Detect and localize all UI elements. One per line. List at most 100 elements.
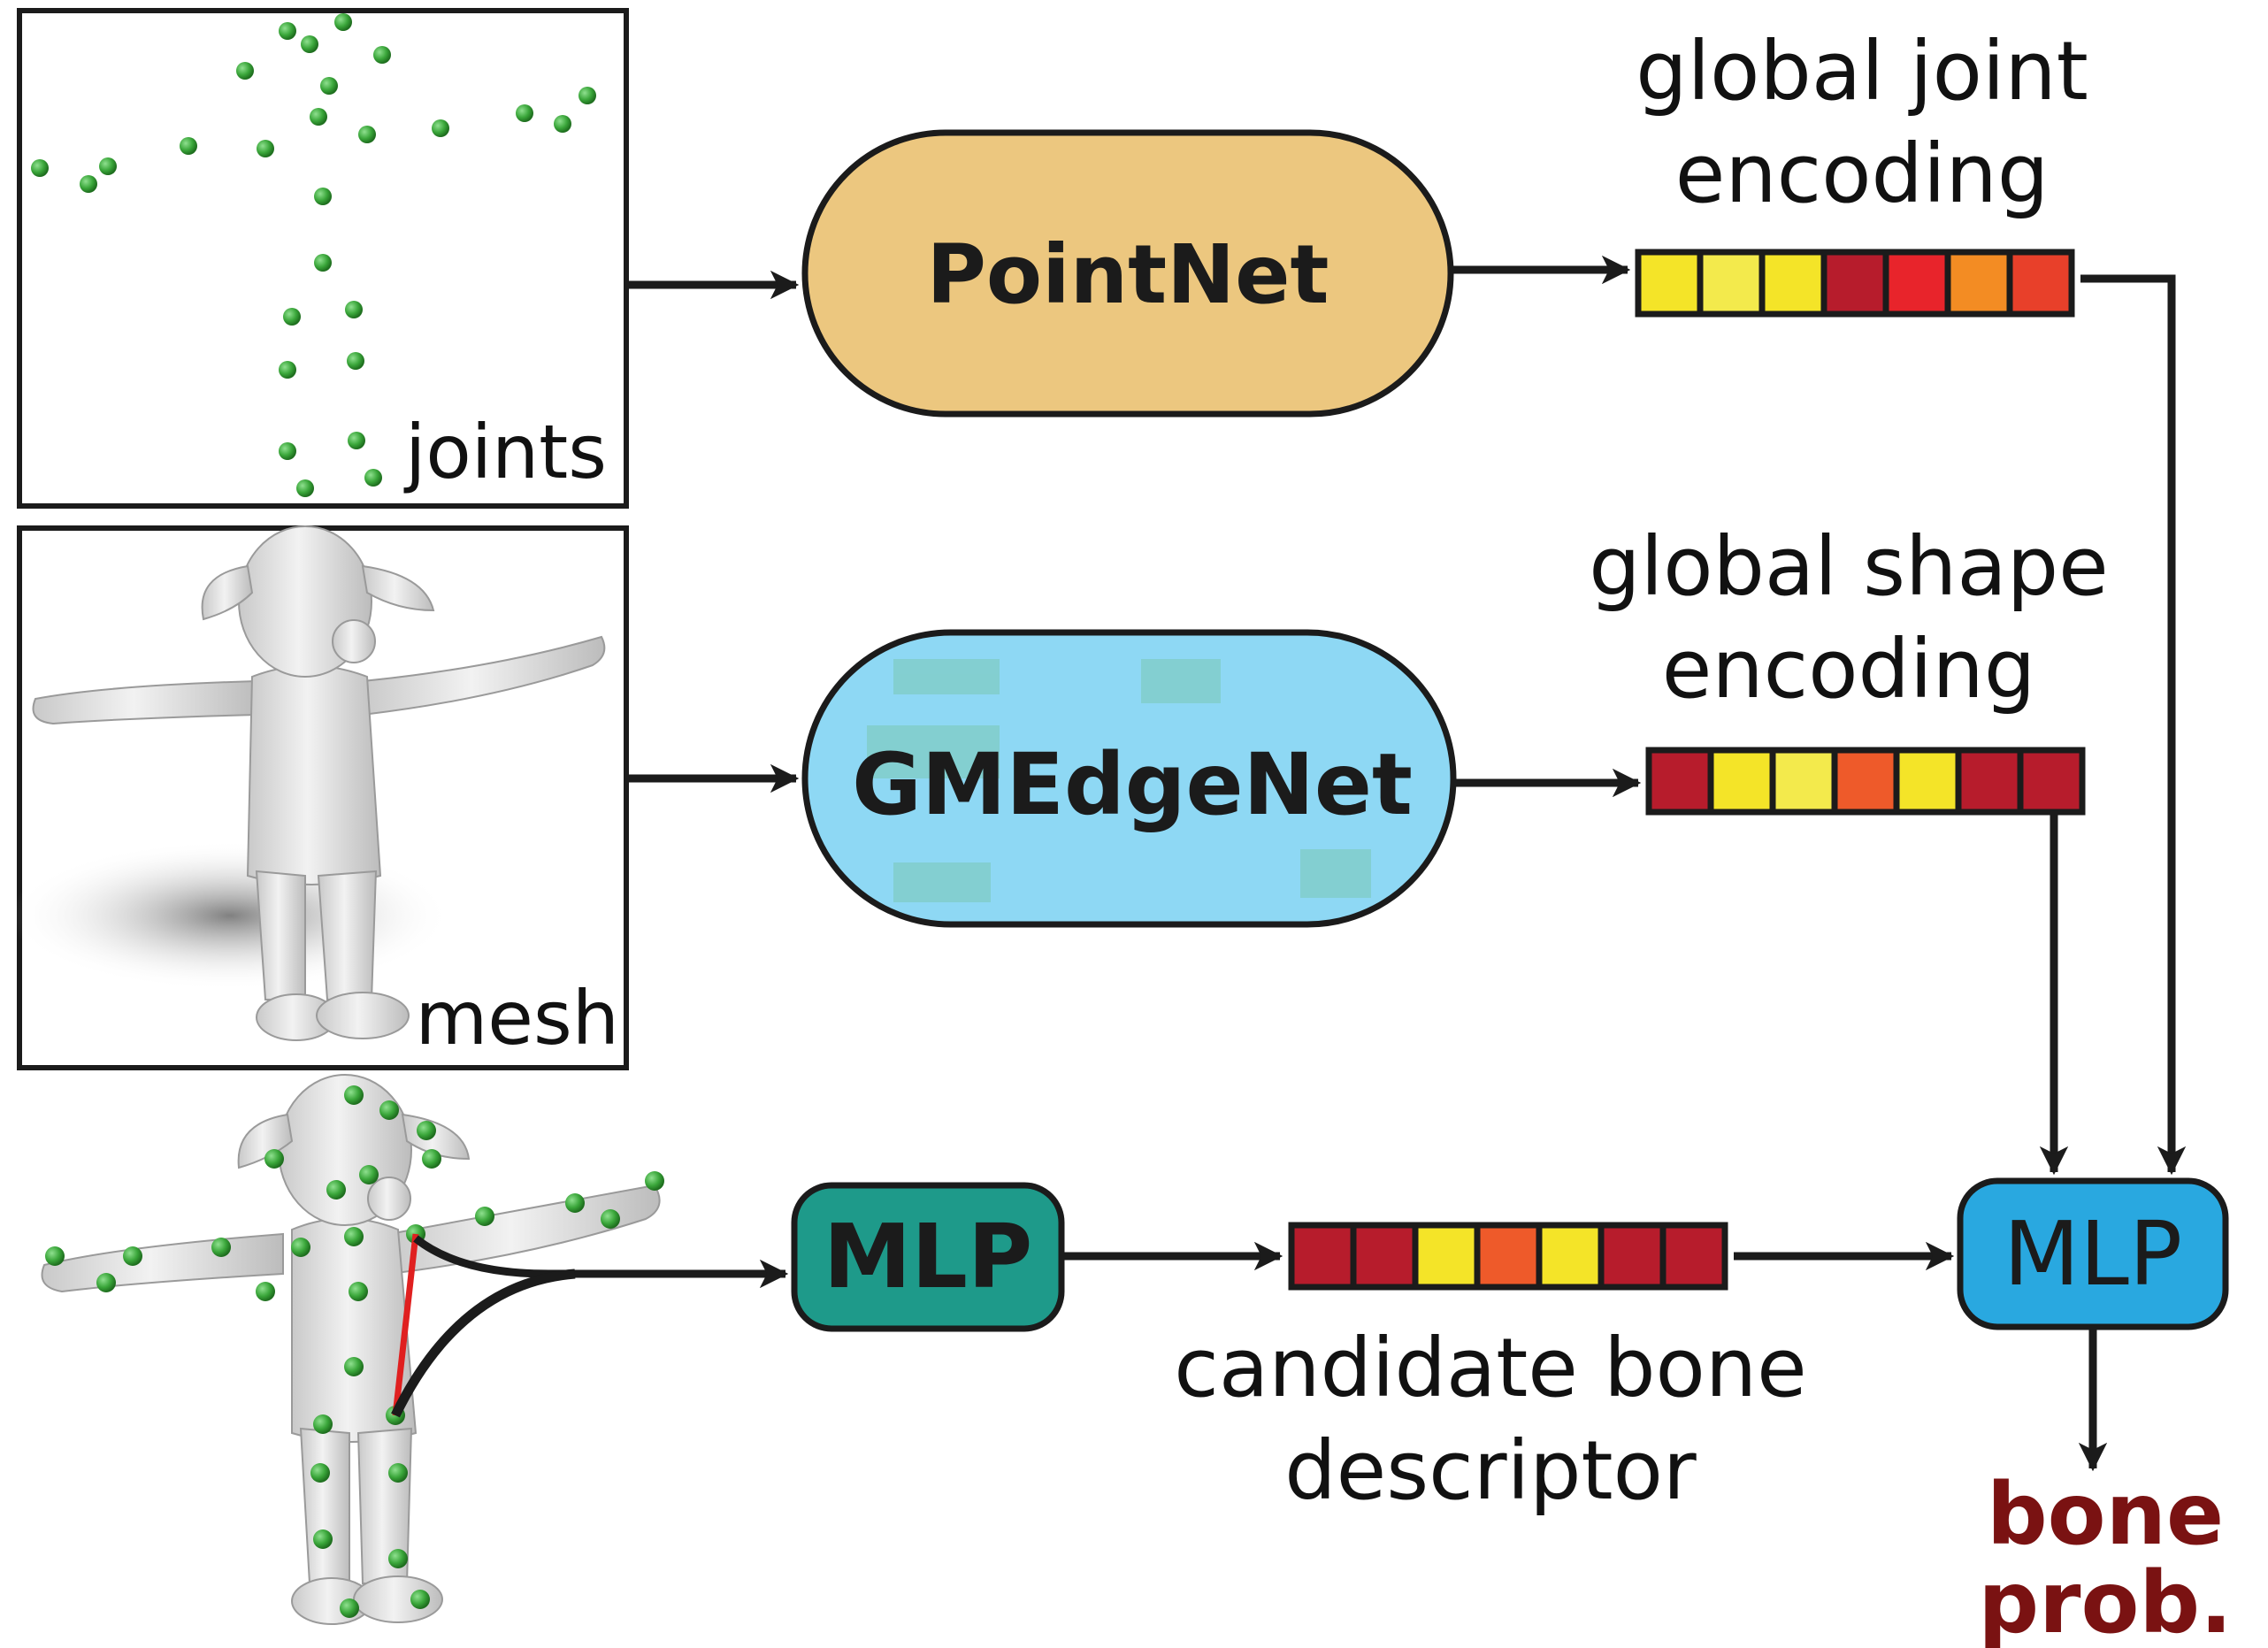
candidate-joint-dot (422, 1149, 441, 1169)
gmedgenet-texture (867, 659, 1371, 902)
candidate-joint-dot (340, 1598, 359, 1618)
candidate-bone-segment (392, 1233, 419, 1416)
joint-dot (99, 157, 117, 175)
gmedgenet-node: GMEdgeNet (801, 629, 1457, 928)
joint-dot (301, 35, 318, 53)
joint-dot (347, 352, 364, 370)
candidate-joint-dot (344, 1085, 364, 1105)
candidate-joint-dot (123, 1246, 142, 1266)
candidate-joint-dot (410, 1590, 430, 1609)
candidate-joint-dots (45, 1085, 664, 1618)
pointnet-label: PointNet (926, 227, 1329, 322)
joint-dot (432, 119, 449, 137)
global-shape-encoding-cell (1955, 747, 2024, 816)
global-shape-encoding-label-2: encoding (1662, 622, 2035, 717)
curve-second-joint-to-local-mlp (391, 1269, 576, 1418)
global-joint-encoding-cell (1635, 249, 1704, 318)
joint-dot (310, 108, 327, 126)
candidate-bone-descriptor-cell (1536, 1222, 1605, 1291)
bone-prob-label-2: prob. (1978, 1553, 2232, 1648)
joint-dot (314, 188, 332, 205)
mesh-panel-label: mesh (415, 975, 619, 1062)
global-shape-encoding-cell (1893, 747, 1962, 816)
joint-dot (296, 479, 314, 497)
global-joint-encoding-cell (1944, 249, 2013, 318)
candidate-joint-dot (565, 1193, 585, 1213)
candidate-joint-dot (349, 1282, 368, 1301)
joint-dot (257, 140, 274, 157)
joint-dot (364, 469, 382, 487)
joint-dot (554, 115, 571, 133)
candidate-joint-dot (310, 1463, 330, 1483)
global-shape-encoding-cell (2017, 747, 2086, 816)
candidate-joint-dot (326, 1180, 346, 1200)
joint-dot (334, 13, 352, 31)
candidate-bone-descriptor-cell (1598, 1222, 1667, 1291)
candidate-bone-descriptor-cell (1412, 1222, 1481, 1291)
global-joint-encoding-label-1: global joint (1636, 24, 2088, 119)
joint-dot (31, 159, 49, 177)
final-mlp-node: MLP (1957, 1177, 2229, 1330)
global-joint-encoding-cell (1697, 249, 1766, 318)
candidate-bone-descriptor-cell (1474, 1222, 1543, 1291)
candidate-joint-dot (645, 1171, 664, 1191)
candidate-joint-dot (291, 1238, 310, 1257)
global-shape-encoding-cell (1769, 747, 1838, 816)
joint-dot (283, 308, 301, 326)
candidate-joint-dot (211, 1238, 231, 1257)
global-joint-encoding-cell (1820, 249, 1889, 318)
joint-dot (345, 301, 363, 318)
candidate-joint-dot (96, 1273, 116, 1292)
candidate-joint-dot (379, 1100, 399, 1120)
joint-dot (578, 87, 596, 104)
connectors (391, 255, 2187, 1472)
mesh-character (9, 525, 606, 1041)
bone-prob-label-1: bone (1987, 1465, 2224, 1564)
candidate-joint-dot (601, 1209, 620, 1229)
global-joint-encoding-cell (2006, 249, 2075, 318)
candidate-joint-dot (359, 1165, 379, 1184)
joint-dot (279, 442, 296, 460)
joint-dot (348, 432, 365, 449)
pointnet-node: PointNet (801, 129, 1454, 418)
global-shape-encoding-label-1: global shape (1589, 519, 2108, 614)
joint-dot (373, 46, 391, 64)
global-joint-encoding-vector (1635, 249, 2075, 318)
global-joint-encoding-cell (1882, 249, 1951, 318)
global-shape-encoding-vector (1645, 747, 2086, 816)
candidate-bone-descriptor-cell (1350, 1222, 1419, 1291)
candidate-joint-dot (313, 1414, 333, 1434)
candidate-bone-descriptor-cell (1659, 1222, 1728, 1291)
candidate-character (41, 1074, 661, 1625)
joints-point-cloud (31, 13, 596, 497)
joint-dot (358, 126, 376, 143)
joint-dot (279, 361, 296, 379)
candidate-bone-descriptor-cell (1288, 1222, 1357, 1291)
global-shape-encoding-cell (1645, 747, 1714, 816)
candidate-joint-dot (475, 1207, 494, 1226)
global-shape-encoding-cell (1707, 747, 1776, 816)
candidate-bone-descriptor-vector (1288, 1222, 1728, 1291)
joint-dot (279, 22, 296, 40)
joint-dot (314, 254, 332, 272)
joint-dot (320, 77, 338, 95)
global-joint-encoding-cell (1758, 249, 1827, 318)
joint-dot (516, 104, 533, 122)
candidate-joint-dot (313, 1529, 333, 1549)
joint-dot (236, 62, 254, 80)
arrow-joint-encoding-to-final-mlp (2080, 274, 2187, 1176)
joint-dot (180, 137, 197, 155)
candidate-joint-dot (388, 1549, 408, 1568)
global-shape-encoding-cell (1831, 747, 1900, 816)
joints-panel-label: joints (403, 409, 607, 495)
local-mlp-label: MLP (824, 1205, 1033, 1308)
candidate-joint-dot (417, 1121, 436, 1140)
global-joint-encoding-label-2: encoding (1675, 126, 2049, 221)
arrow-candidate-to-local-mlp (413, 1235, 789, 1289)
candidate-joint-dot (344, 1357, 364, 1376)
candidate-joint-dot (264, 1149, 284, 1169)
local-mlp-node: MLP (791, 1182, 1065, 1332)
candidate-joint-dot (256, 1282, 275, 1301)
final-mlp-label: MLP (2004, 1202, 2182, 1306)
